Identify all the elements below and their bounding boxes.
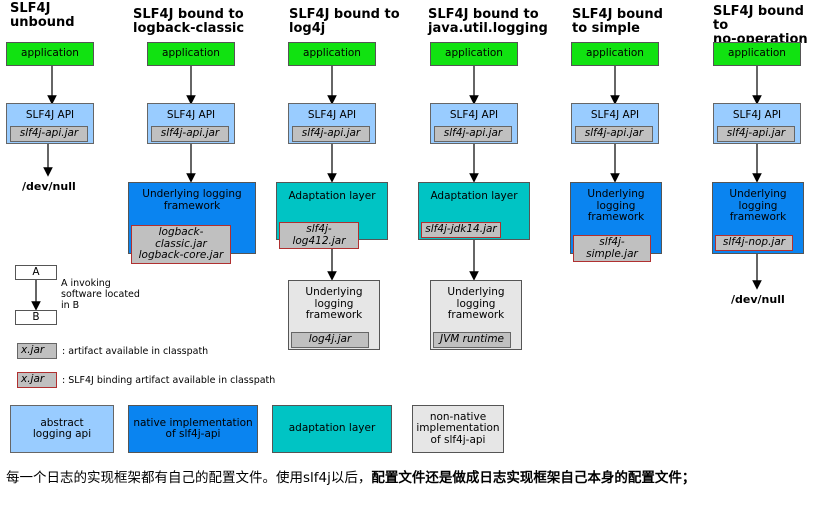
logback-impl-label: Underlying logging framework: [142, 188, 242, 212]
slf4j-api-label-3: SLF4J API: [307, 109, 357, 121]
nop-binding-jar: slf4j-nop.jar: [715, 235, 793, 251]
application-box-2: application: [147, 42, 235, 66]
legend-jar-text: : artifact available in classpath: [62, 346, 209, 357]
legend-jar-sample: x.jar: [17, 343, 57, 359]
slf4j-api-label-1: SLF4J API: [25, 109, 75, 121]
jul-binding-jar: slf4j-jdk14.jar: [421, 222, 501, 238]
footer-bold: 配置文件还是做成日志实现框架自己本身的配置文件；: [371, 470, 696, 486]
log4j-binding-jar: slf4j-log412.jar: [279, 222, 359, 249]
logback-binding-jar: logback-classic.jar logback-core.jar: [131, 225, 231, 264]
jul-framework-label: Underlying logging framework: [447, 286, 505, 321]
application-box-1: application: [6, 42, 94, 66]
api-jar-6: slf4j-api.jar: [717, 126, 795, 142]
slf4j-api-box-2: SLF4J API slf4j-api.jar: [147, 103, 235, 144]
footer-paragraph: 每一个日志的实现框架都有自己的配置文件。使用slf4j以后，配置文件还是做成日志…: [6, 468, 811, 488]
heading-simple: SLF4J bound to simple: [572, 7, 663, 36]
log4j-adaptation-box: Adaptation layer slf4j-log412.jar: [276, 182, 388, 249]
legend-box-a: A: [15, 265, 57, 280]
heading-unbound: SLF4J unbound: [10, 1, 75, 30]
api-jar-4: slf4j-api.jar: [434, 126, 512, 142]
log4j-framework-box: Underlying logging framework log4j.jar: [288, 280, 380, 350]
slf4j-api-box-6: SLF4J API slf4j-api.jar: [713, 103, 801, 144]
slf4j-api-label-2: SLF4J API: [166, 109, 216, 121]
jvm-runtime-jar: JVM runtime: [433, 332, 511, 348]
legend-binding-text: : SLF4J binding artifact available in cl…: [62, 375, 276, 386]
legend-adaptation-box: adaptation layer: [272, 405, 392, 453]
devnull-label-6: /dev/null: [731, 293, 785, 306]
heading-nop: SLF4J bound to no-operation: [713, 4, 808, 47]
log4j-jar: log4j.jar: [291, 332, 369, 348]
application-box-6: application: [713, 42, 801, 66]
api-jar-3: slf4j-api.jar: [292, 126, 370, 142]
legend-native-box: native implementation of slf4j-api: [128, 405, 258, 453]
slf4j-api-label-5: SLF4J API: [590, 109, 640, 121]
slf4j-api-label-4: SLF4J API: [449, 109, 499, 121]
legend-binding-sample: x.jar: [17, 372, 57, 388]
footer-normal: 每一个日志的实现框架都有自己的配置文件。使用slf4j以后，: [6, 470, 372, 486]
devnull-label-1: /dev/null: [22, 180, 76, 193]
jul-adaptation-box: Adaptation layer slf4j-jdk14.jar: [418, 182, 530, 240]
api-jar-1: slf4j-api.jar: [10, 126, 88, 142]
legend-abstract-box: abstract logging api: [10, 405, 114, 453]
nop-impl-box: Underlying logging framework slf4j-nop.j…: [712, 182, 804, 254]
slf4j-api-box-4: SLF4J API slf4j-api.jar: [430, 103, 518, 144]
simple-impl-box: Underlying logging framework slf4j-simpl…: [570, 182, 662, 262]
api-jar-5: slf4j-api.jar: [575, 126, 653, 142]
log4j-adaptation-label: Adaptation layer: [288, 190, 376, 202]
legend-invoke-text: A invoking software located in B: [61, 278, 140, 311]
slf4j-api-label-6: SLF4J API: [732, 109, 782, 121]
jul-framework-box: Underlying logging framework JVM runtime: [430, 280, 522, 350]
heading-log4j: SLF4J bound to log4j: [289, 7, 400, 36]
jul-adaptation-label: Adaptation layer: [430, 190, 518, 202]
application-box-3: application: [288, 42, 376, 66]
slf4j-api-box-3: SLF4J API slf4j-api.jar: [288, 103, 376, 144]
api-jar-2: slf4j-api.jar: [151, 126, 229, 142]
slf4j-api-box-5: SLF4J API slf4j-api.jar: [571, 103, 659, 144]
simple-binding-jar: slf4j-simple.jar: [573, 235, 651, 262]
application-box-4: application: [430, 42, 518, 66]
legend-box-b: B: [15, 310, 57, 325]
logback-impl-box: Underlying logging framework logback-cla…: [128, 182, 256, 264]
log4j-framework-label: Underlying logging framework: [305, 286, 363, 321]
heading-logback: SLF4J bound to logback-classic: [133, 7, 245, 36]
slf4j-api-box-1: SLF4J API slf4j-api.jar: [6, 103, 94, 144]
heading-jul: SLF4J bound to java.util.logging: [428, 7, 548, 36]
simple-impl-label: Underlying logging framework: [587, 188, 645, 223]
legend-nonnative-box: non-native implementation of slf4j-api: [412, 405, 504, 453]
nop-impl-label: Underlying logging framework: [729, 188, 787, 223]
application-box-5: application: [571, 42, 659, 66]
